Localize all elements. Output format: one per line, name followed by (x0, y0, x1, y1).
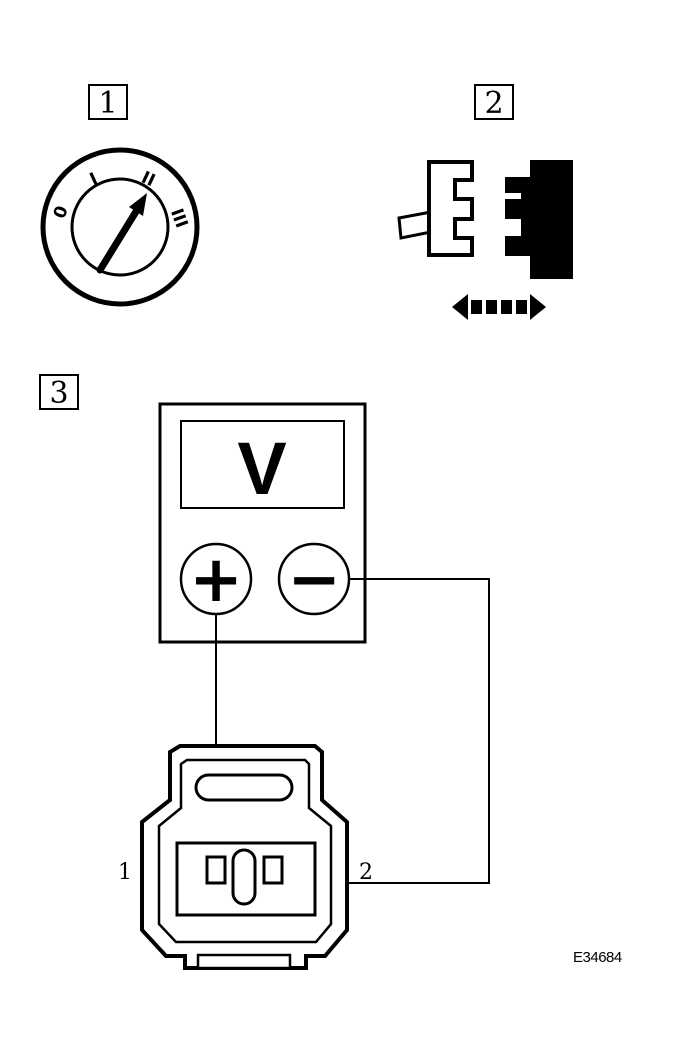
terminal-1-label: 1 (118, 860, 132, 885)
terminal-2-label: 2 (359, 860, 373, 885)
ignition-key-shaft (96, 206, 141, 274)
arrow-dash-3 (501, 300, 512, 314)
positive-symbol: + (189, 543, 243, 617)
step-1-box (88, 84, 128, 120)
step-3-group: 3 (39, 374, 79, 411)
arrow-dash-1 (471, 300, 482, 314)
voltmeter-unit-label: V (237, 427, 286, 510)
voltmeter-display (180, 420, 345, 509)
left-arrowhead (452, 294, 468, 320)
terminal-2-pin (262, 855, 284, 885)
voltmeter: V + − (158, 402, 367, 644)
step-2-box (474, 84, 514, 120)
ignition-key-arrowhead (129, 193, 147, 216)
negative-symbol: − (287, 543, 341, 617)
connector-lock-slot (194, 773, 294, 802)
step-2-number: 2 (484, 86, 503, 121)
harness-connector: 1 2 (118, 744, 373, 970)
connector-bottom-tab (196, 953, 292, 970)
connector-male-half (505, 160, 573, 279)
connector-female-half (427, 160, 474, 257)
connector-latch-tab (397, 210, 433, 240)
terminal-1-pin (205, 855, 227, 885)
figure-reference-code: E34684 (573, 949, 622, 966)
right-arrowhead (530, 294, 546, 320)
step-1-group: 1 (88, 84, 128, 121)
negative-test-lead (286, 578, 490, 884)
step-3-box (39, 374, 79, 410)
arrow-dash-2 (486, 300, 497, 314)
connector-center-key (231, 848, 257, 906)
connector-disconnect-icon (397, 160, 573, 320)
ignition-lock-cylinder (70, 177, 170, 277)
step-1-number: 1 (98, 86, 117, 121)
ignition-switch-icon: 0 I II III (40, 147, 200, 307)
step-3-number: 3 (49, 376, 68, 411)
step-2-group: 2 (474, 84, 514, 121)
arrow-dash-4 (516, 300, 527, 314)
connector-inner-housing (157, 758, 333, 944)
